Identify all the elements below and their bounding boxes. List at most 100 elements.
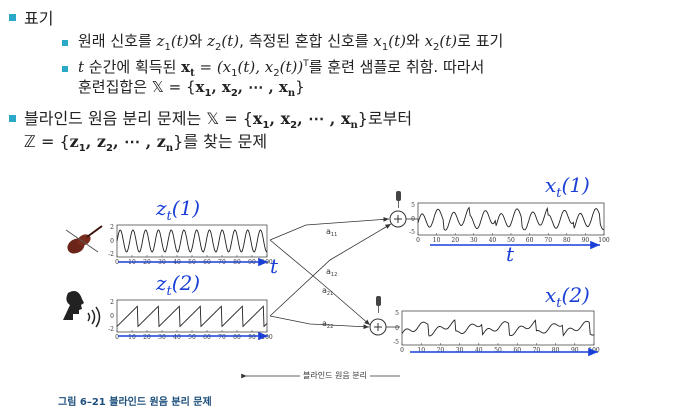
math: 1 [164,42,171,53]
math: } [357,109,368,128]
x-tick-label: 50 [188,334,196,341]
sub-bullet-training-line1: t 순간에 획득된 xt = (x1(t), x2(t))T를 훈련 샘플로 취… [78,56,484,79]
plot-frame [401,310,595,346]
label-x1: xt(1) [545,173,590,201]
speaker-head-icon [63,291,101,328]
math: n [287,88,296,99]
math: (t) [439,32,458,50]
y-tick-label: 5 [395,310,399,317]
bullet-marker [9,115,16,122]
math: , ⋯ , x [297,109,351,128]
math: n [165,143,174,155]
sub-bullet-marker [62,66,68,72]
separation-label: 블라인드 원음 분리 [300,370,370,381]
weight-label-a21: a21 [322,286,333,297]
math: z [207,32,216,50]
x-tick-label: 30 [456,347,464,354]
plot-frame [116,299,268,333]
plot-frame [417,202,605,236]
x-tick-label: 60 [513,347,521,354]
math: 𝕏 = { [151,78,196,96]
math: 2 [105,143,113,155]
x-tick-label: 20 [437,347,445,354]
x-tick-label: 0 [115,259,119,266]
math: 1 [231,68,238,79]
bullet-blind-separation-line1: 블라인드 원음 분리 문제는 𝕏 = {x1, x2, ⋯ , xn}로부터 [24,105,412,131]
text: 로 표기 [457,32,504,50]
math: 2 [215,42,222,53]
math: , x [211,78,231,96]
math: , ⋯ , x [237,78,288,96]
math: , z [85,132,106,151]
signal-plots: 20-2010203040506070809010020-20102030405… [108,202,610,354]
text: 와 [188,32,208,50]
x-tick-label: 80 [233,334,241,341]
label-t-left: t [270,254,279,278]
x-tick-label: 70 [533,347,541,354]
sum-node-2 [369,318,387,336]
x-tick-label: 100 [598,237,610,244]
math: z [69,132,79,151]
text: 원래 신호를 [78,32,157,50]
mixing-network [269,217,420,330]
sub-bullet-marker [62,40,68,46]
signal-curve [116,305,268,328]
label-t-right: t [506,242,515,266]
math: z [156,32,165,50]
sub-bullet-training-line2: 훈련집합은 𝕏 = {x1, x2, ⋯ , xn} [78,76,305,99]
x-tick-label: 30 [470,237,478,244]
y-tick-label: 0 [110,238,114,245]
math: 1 [78,143,86,155]
math: T [303,59,309,69]
weight-label-a12: a12 [326,267,337,278]
x-tick-label: 10 [433,237,441,244]
signal-curve [116,229,268,253]
bullet-blind-separation-line2: ℤ = {z1, z2, ⋯ , zn}를 찾는 문제 [24,128,267,154]
x-tick-label: 0 [400,347,404,354]
violin-icon [65,225,103,254]
math: x [181,58,191,76]
math: (t), x [237,58,274,76]
signal-curve [401,319,595,337]
text: 를 찾는 문제 [183,132,268,151]
y-tick-label: -2 [108,326,114,333]
math: , ⋯ , z [112,132,166,151]
x-tick-label: 90 [571,347,579,354]
math: (t)) [279,58,304,76]
microphone-icon [396,191,401,208]
x-tick-label: 30 [158,334,166,341]
x-tick-label: 100 [261,334,273,341]
text: , 측정된 혼합 신호를 [239,32,374,50]
math: t [190,68,195,79]
y-tick-label: -2 [108,251,114,258]
math: } [173,132,184,151]
math: (t) [388,32,406,50]
text: 와 [405,32,425,50]
math: n [350,120,358,132]
x-tick-label: 90 [248,334,256,341]
figure-caption: 그림 6–21 블라인드 원음 분리 문제 [58,397,212,408]
sub-bullet-notation-line: 원래 신호를 z1(t)와 z2(t), 측정된 혼합 신호를 x1(t)와 x… [78,30,503,53]
label-z2: zt(2) [156,271,201,299]
x-tick-label: 80 [552,347,560,354]
y-tick-label: 2 [110,224,114,231]
weight-label-a22: a22 [322,319,333,330]
x-tick-label: 80 [563,237,571,244]
y-tick-label: 2 [110,299,114,306]
text: 로부터 [367,109,413,128]
x-tick-label: 50 [507,237,515,244]
y-tick-label: 5 [411,202,415,209]
sum-node-1 [389,210,407,228]
text: 를 훈련 샘플로 취함. 따라서 [308,58,485,76]
text: 순간에 획득된 [84,58,182,76]
x-tick-label: 60 [203,334,211,341]
bullet-heading-notation: 표기 [24,9,54,28]
x-tick-label: 40 [475,347,483,354]
microphone-icon [376,296,381,313]
bullet-marker [9,14,16,21]
math: x [195,78,205,96]
x-tick-label: 0 [416,237,420,244]
